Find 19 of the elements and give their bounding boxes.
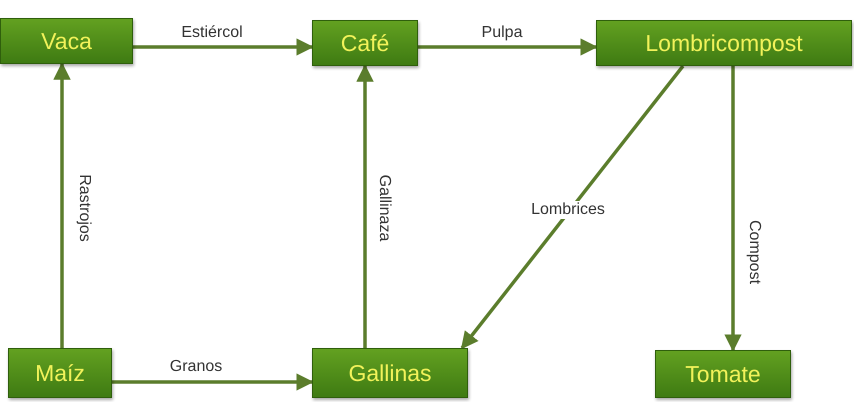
process-box [312, 348, 468, 398]
process-box [0, 18, 133, 64]
arrow [356, 64, 374, 348]
process-box [312, 20, 418, 66]
arrow [460, 64, 684, 350]
node-label: Tomate [685, 360, 761, 388]
arrow [112, 373, 314, 391]
node-label: Maíz [35, 360, 85, 386]
arrow [53, 62, 71, 348]
process-box [596, 20, 852, 66]
arrow [418, 38, 598, 56]
process-box [8, 348, 112, 398]
node-label: Café [340, 30, 390, 56]
node-label: Gallinas [348, 360, 432, 386]
arrow [724, 66, 742, 352]
arrow [133, 38, 314, 56]
node-label: Lombricompost [645, 30, 803, 56]
node-label: Vaca [41, 28, 92, 54]
process-box [655, 350, 791, 398]
